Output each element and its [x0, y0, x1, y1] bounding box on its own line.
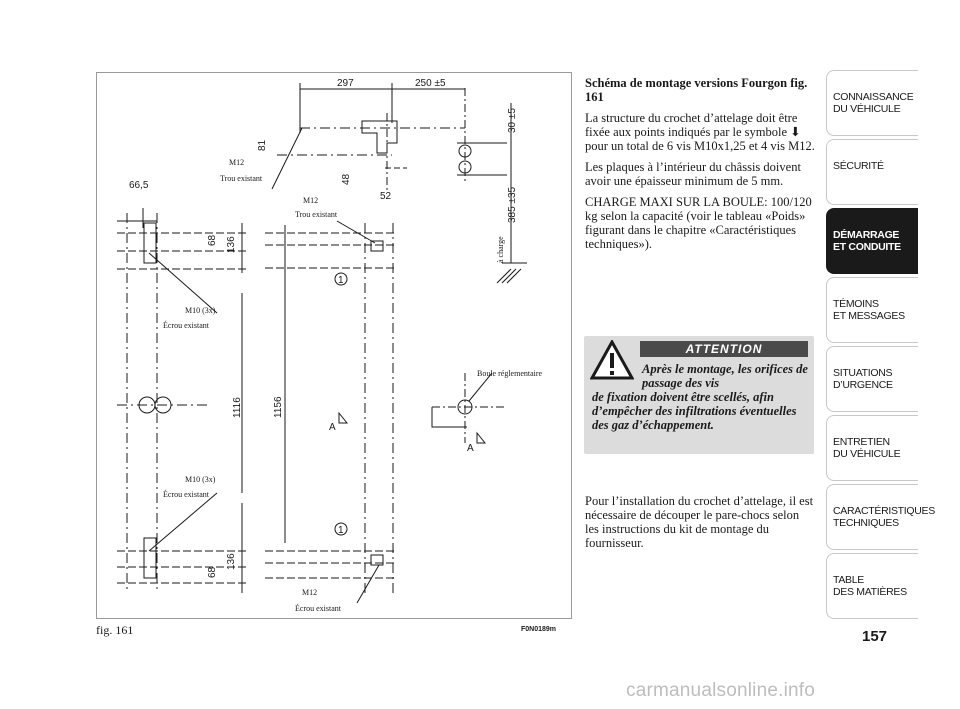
tab-label: SÉCURITÉ	[833, 160, 884, 172]
warning-title: ATTENTION	[640, 341, 808, 357]
paragraph-fixation: La structure du crochet d’attelage doit …	[585, 111, 815, 153]
figure-161: 297 250 ±5 30 ±5 81 48 52 385 ±35 66,5 6…	[96, 72, 572, 619]
label-ecrou-c: Écrou existant	[295, 603, 342, 613]
section-title: Schéma de montage versions Fourgon fig. …	[585, 76, 808, 104]
dim-1116: 1116	[232, 397, 243, 418]
figure-caption: fig. 161	[96, 623, 134, 637]
tab-caracteristiques[interactable]: CARACTÉRISTIQUES TECHNIQUES	[826, 484, 935, 550]
paragraph-plaques: Les plaques à l’intérieur du châssis doi…	[585, 160, 801, 188]
warning-box: ATTENTION Après le montage, les orifices…	[584, 336, 814, 454]
dim-68-bottom: 68	[207, 566, 218, 578]
text-column: Schéma de montage versions Fourgon fig. …	[585, 76, 815, 258]
tab-temoins[interactable]: TÉMOINS ET MESSAGES	[826, 277, 918, 343]
figure-code: F0N0189m	[521, 626, 557, 633]
tab-entretien[interactable]: ENTRETIEN DU VÉHICULE	[826, 415, 918, 481]
tab-table[interactable]: TABLE DES MATIÈRES	[826, 553, 918, 619]
mounting-diagram: 297 250 ±5 30 ±5 81 48 52 385 ±35 66,5 6…	[117, 78, 543, 613]
tab-connaissance[interactable]: CONNAISSANCE DU VÉHICULE	[826, 70, 918, 136]
m12-bolt-bottom	[370, 554, 384, 566]
plate-bottom-left	[143, 537, 157, 579]
dim-66: 66,5	[129, 180, 149, 191]
dim-1156: 1156	[273, 396, 284, 418]
label-m12-c: M12	[302, 588, 317, 597]
dim-30: 30 ±5	[507, 108, 518, 133]
tab-situations[interactable]: SITUATIONS D’URGENCE	[826, 346, 918, 412]
marker-1-top	[334, 272, 348, 286]
warning-line-2: de fixation doivent être scellés, afin d…	[592, 390, 797, 432]
chapter-tabs: CONNAISSANCE DU VÉHICULE SÉCURITÉ DÉMARR…	[826, 70, 935, 622]
plate-top-left	[143, 222, 157, 264]
label-ecrou-top: Écrou existant	[163, 320, 210, 330]
tab-demarrage[interactable]: DÉMARRAGE ET CONDUITE	[826, 208, 918, 274]
bracket-outline	[361, 120, 398, 154]
dim-81: 81	[257, 139, 268, 151]
label-m10-top: M10 (3x)	[185, 306, 216, 315]
tab-label: DÉMARRAGE ET CONDUITE	[833, 229, 901, 253]
dim-297: 297	[337, 78, 354, 89]
dim-52: 52	[380, 191, 392, 202]
tab-label: ENTRETIEN DU VÉHICULE	[833, 436, 901, 460]
dim-136-bottom: 136	[226, 553, 237, 570]
tab-label: TÉMOINS ET MESSAGES	[833, 298, 905, 322]
tab-label: SITUATIONS D’URGENCE	[833, 367, 893, 391]
label-trou-a: Trou existant	[220, 174, 263, 183]
label-m10-bottom: M10 (3x)	[185, 475, 216, 484]
dim-250: 250 ±5	[415, 78, 446, 89]
warning-line-1: Après le montage, les orifices de passag…	[642, 362, 808, 390]
dim-385: 385 ±35	[507, 186, 518, 223]
section-a-right: A	[467, 443, 474, 454]
dim-68-top: 68	[207, 234, 218, 246]
marker-1-bottom	[334, 522, 348, 536]
label-m12-b: M12	[303, 196, 318, 205]
paragraph-charge: CHARGE MAXI SUR LA BOULE: 100/120 kg sel…	[585, 195, 812, 251]
label-m12-a: M12	[229, 158, 244, 167]
label-boule: Boule réglementaire	[477, 369, 543, 378]
m12-bolt-top	[370, 240, 384, 252]
tab-label: CARACTÉRISTIQUES TECHNIQUES	[833, 505, 935, 529]
warning-icon	[590, 340, 634, 380]
warning-text: Après le montage, les orifices de passag…	[592, 362, 808, 432]
label-a-charge: à charge	[496, 236, 505, 263]
marker-1-top-label: 1	[338, 275, 344, 286]
tab-securite[interactable]: SÉCURITÉ	[826, 139, 918, 205]
label-trou-b: Trou existant	[295, 210, 338, 219]
label-ecrou-bottom: Écrou existant	[163, 489, 210, 499]
marker-1-bottom-label: 1	[338, 525, 344, 536]
tab-label: CONNAISSANCE DU VÉHICULE	[833, 91, 914, 115]
page-number: 157	[862, 628, 888, 645]
dim-136-top: 136	[226, 236, 237, 253]
watermark: carmanualsonline.info	[626, 680, 816, 701]
tab-label: TABLE DES MATIÈRES	[833, 574, 907, 598]
dim-48: 48	[341, 173, 352, 185]
paragraph-installation: Pour l’installation du crochet d’attelag…	[585, 494, 814, 550]
section-a-left: A	[329, 422, 336, 433]
